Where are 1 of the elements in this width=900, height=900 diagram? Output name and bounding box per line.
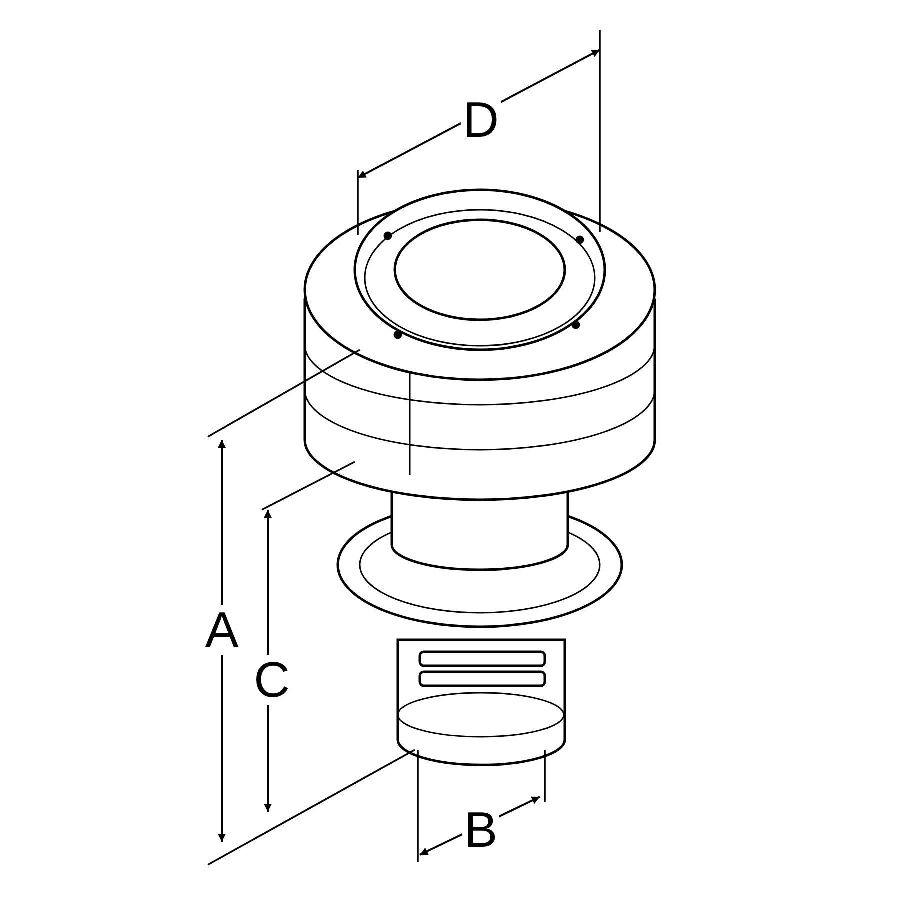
dimension-label: A — [203, 605, 241, 655]
